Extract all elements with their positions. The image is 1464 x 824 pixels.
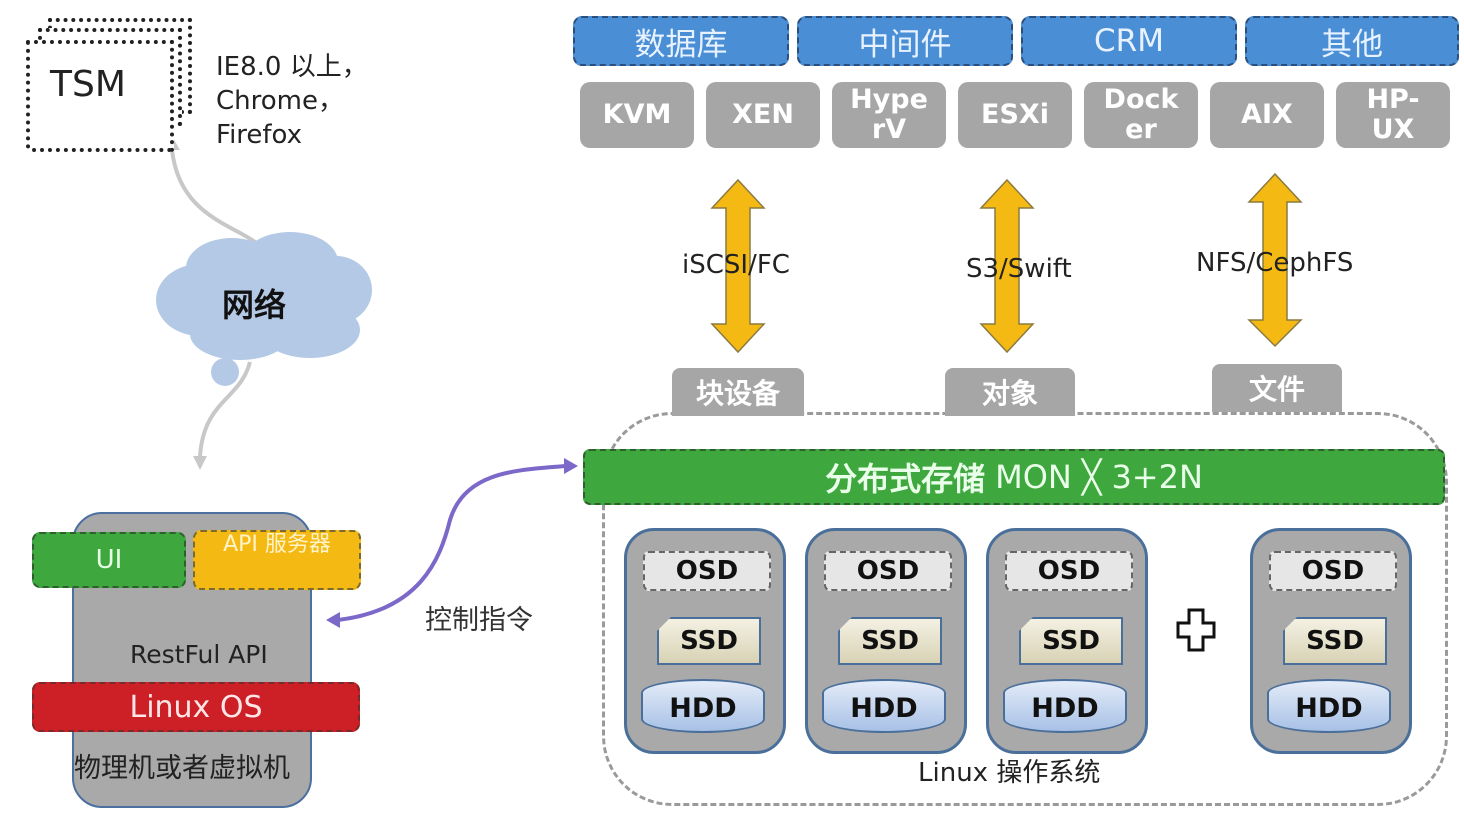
ui-component: UI [32,532,186,588]
mon-bar: 分布式存储 MON ╳ 3+2N [583,449,1445,505]
control-command-connector [337,464,567,622]
protocol-s3-swift: S3/Swift [966,254,1072,284]
platform-docker: Docker [1084,82,1198,148]
hdd-icon: HDD [1267,679,1391,733]
app-crm: CRM [1021,16,1237,66]
tsm-label: TSM [50,64,126,105]
ssd-icon: SSD [657,617,761,665]
storage-node: OSD SSD HDD [805,528,967,754]
platform-hyperv: HyperV [832,82,946,148]
protocol-iscsi-fc: iSCSI/FC [682,250,790,280]
storage-node: OSD SSD HDD [986,528,1148,754]
hdd-icon: HDD [1003,679,1127,733]
restful-api-label: RestFul API [130,640,268,669]
osd-label: OSD [824,551,952,591]
network-to-machine-connector [198,361,252,457]
platform-esxi: ESXi [958,82,1072,148]
platform-aix: AIX [1210,82,1324,148]
interface-block-device: 块设备 [672,368,804,416]
machine-caption: 物理机或者虚拟机 [74,753,290,784]
ssd-icon: SSD [1019,617,1123,665]
platform-xen: XEN [706,82,820,148]
hdd-icon: HDD [822,679,946,733]
storage-node: OSD SSD HDD [1250,528,1412,754]
app-other: 其他 [1245,16,1459,66]
tsm-window [26,40,174,152]
mon-formula: MON ╳ 3+2N [995,458,1203,496]
browser-support-note: IE8.0 以上，Chrome，Firefox [216,52,368,150]
control-arrowhead-left [326,612,340,628]
network-to-tsm-connector [170,149,264,250]
control-arrowhead-right [564,458,578,474]
control-command-label: 控制指令 [425,605,533,636]
interface-file: 文件 [1212,364,1342,412]
ssd-icon: SSD [1283,617,1387,665]
machine-arrowhead [193,456,207,470]
plus-icon [1176,608,1216,652]
api-server-component: API 服务器 [193,530,361,590]
network-label: 网络 [222,286,287,324]
osd-label: OSD [1269,551,1397,591]
linux-os-bar: Linux OS [32,682,360,732]
hdd-icon: HDD [641,679,765,733]
platform-kvm: KVM [580,82,694,148]
app-middleware: 中间件 [797,16,1013,66]
osd-label: OSD [643,551,771,591]
interface-object: 对象 [945,368,1075,416]
osd-label: OSD [1005,551,1133,591]
cluster-os-label: Linux 操作系统 [918,758,1101,788]
mon-title: 分布式存储 [825,460,986,498]
platform-hpux: HP-UX [1336,82,1450,148]
storage-node: OSD SSD HDD [624,528,786,754]
app-database: 数据库 [573,16,789,66]
ssd-icon: SSD [838,617,942,665]
protocol-nfs-cephfs: NFS/CephFS [1196,248,1354,278]
